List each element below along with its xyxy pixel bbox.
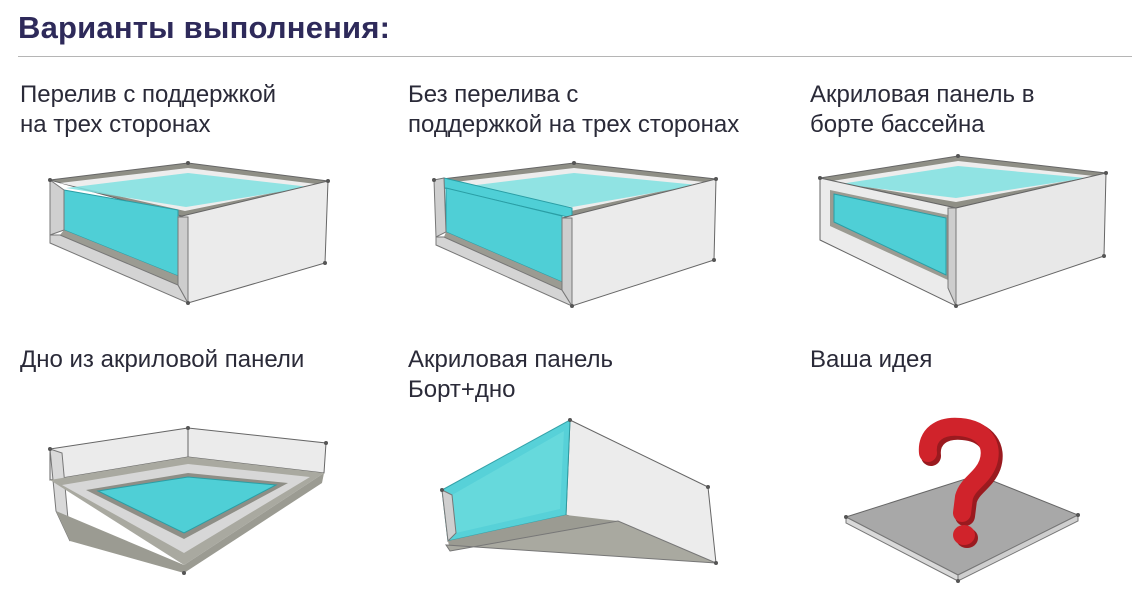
option-label: Без перелива с поддержкой на трех сторон… bbox=[408, 81, 740, 138]
option-card-overflow-support: Перелив с поддержкой на трех сторонах bbox=[18, 80, 390, 345]
pool-acrylic-bottom-icon bbox=[48, 426, 328, 575]
pool-no-overflow-support-icon bbox=[432, 161, 718, 308]
option-label: Дно из акриловой панели bbox=[20, 346, 305, 373]
page-title: Варианты выполнения: bbox=[18, 10, 391, 45]
pool-overflow-support-icon bbox=[48, 161, 330, 305]
option-card-acrylic-bottom: Дно из акриловой панели bbox=[18, 345, 390, 610]
option-label: Ваша идея bbox=[810, 346, 933, 373]
pool-acrylic-panel-wall-icon bbox=[818, 154, 1108, 308]
option-card-acrylic-panel-wall: Акриловая панель в борте бассейна bbox=[808, 80, 1140, 345]
option-card-no-overflow-support: Без перелива с поддержкой на трех сторон… bbox=[406, 80, 778, 345]
title-divider bbox=[18, 56, 1132, 57]
option-card-acrylic-wall-bottom: Акриловая панель Борт+дно bbox=[406, 345, 778, 610]
pool-acrylic-wall-bottom-icon bbox=[440, 418, 718, 565]
question-mark-icon bbox=[844, 417, 1080, 583]
option-label: Акриловая панель в борте бассейна bbox=[810, 81, 1035, 138]
option-label: Перелив с поддержкой на трех сторонах bbox=[20, 81, 277, 138]
option-card-your-idea: Ваша идея bbox=[808, 345, 1140, 610]
option-label: Акриловая панель Борт+дно bbox=[408, 346, 614, 403]
